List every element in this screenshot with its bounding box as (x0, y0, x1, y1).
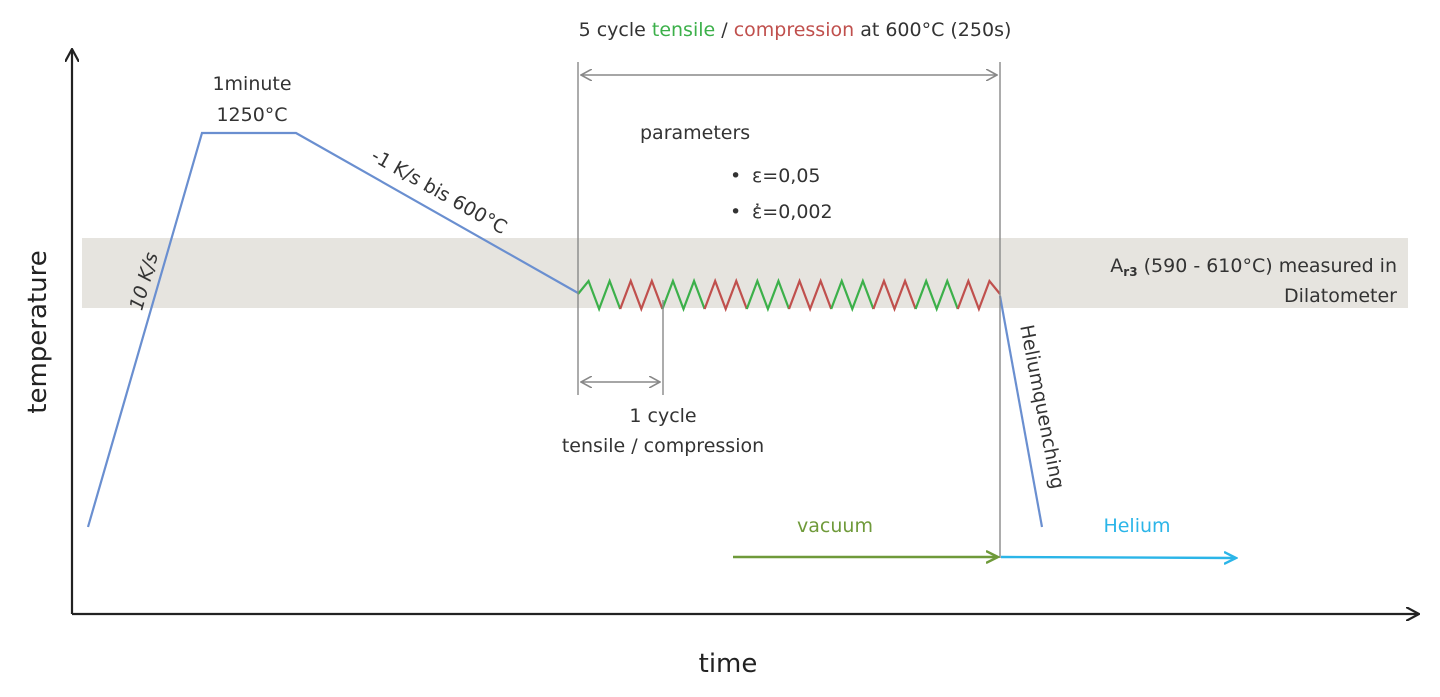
vacuum-label: vacuum (797, 515, 873, 537)
cycles-title-pre: 5 cycle (579, 19, 652, 41)
parameter-bullet-1: • (730, 165, 741, 187)
tensile-segment (745, 277, 791, 313)
helium-arrow (1000, 557, 1236, 558)
cycles-title-sep: / (715, 19, 733, 41)
tensile-segment (577, 277, 622, 313)
parameter-item-1: ε=0,05 (752, 165, 821, 187)
quench-label: Heliumquenching (1015, 323, 1068, 491)
parameter-bullet-2: • (730, 201, 741, 223)
y-axis-label: temperature (23, 250, 53, 413)
ar3-label-sym: A (1110, 255, 1123, 277)
cycle-zigzag (577, 277, 1001, 313)
compression-segment (787, 277, 833, 313)
cycles-title-post: at 600°C (250s) (854, 19, 1011, 41)
ar3-band (82, 238, 1408, 308)
compression-segment (872, 277, 917, 313)
compression-segment (619, 277, 664, 313)
cycles-title: 5 cycle tensile / compression at 600°C (… (579, 19, 1012, 41)
x-axis-label: time (699, 649, 758, 679)
tensile-segment (830, 277, 875, 313)
hold-time-label: 1minute (212, 73, 291, 95)
quench-line (998, 295, 1044, 528)
tensile-segment (661, 277, 706, 313)
ar3-label: Ar3 (590 - 610°C) measured in (1110, 255, 1397, 279)
parameter-item-2: ἐ=0,002 (752, 201, 833, 223)
tensile-segment (914, 277, 959, 313)
temperature-profile (86, 131, 579, 528)
parameters-title: parameters (640, 122, 750, 144)
hold-temp-label: 1250°C (216, 104, 287, 126)
ar3-label-rest: (590 - 610°C) measured in (1138, 255, 1397, 277)
cycles-title-tensile: tensile (652, 19, 715, 41)
compression-segment (703, 277, 748, 313)
ar3-label-line2: Dilatometer (1284, 285, 1397, 307)
cooling-rate-label: -1 K/s bis 600°C (367, 145, 510, 239)
cycles-title-compression: compression (734, 19, 854, 41)
one-cycle-label-line1: 1 cycle (629, 405, 696, 427)
compression-segment (956, 277, 1001, 313)
one-cycle-label-line2: tensile / compression (562, 435, 764, 457)
ar3-label-sub: r3 (1123, 265, 1137, 279)
helium-label: Helium (1103, 515, 1170, 537)
